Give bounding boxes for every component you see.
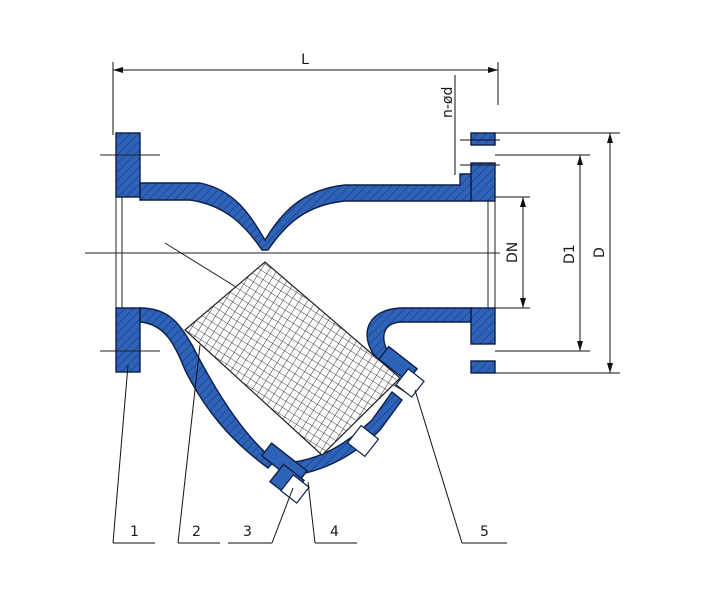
dimension-d1-label: D1: [562, 244, 578, 264]
dimension-dn-label: DN: [505, 242, 521, 263]
dimension-bolt-hole-label: n-ød: [440, 87, 456, 118]
callout-5: 5: [414, 389, 507, 544]
dimension-l: L: [112, 52, 499, 135]
callout-3: 3: [228, 487, 294, 544]
callout-3-label: 3: [243, 524, 252, 540]
dimension-l-label: L: [301, 52, 309, 68]
bolt-right: [377, 345, 425, 398]
dimension-dn: DN: [495, 196, 530, 309]
screen-mesh: [184, 261, 401, 456]
bolt-middle: [346, 424, 380, 458]
upper-body-wall: [139, 173, 472, 251]
dimension-d: D: [495, 132, 620, 374]
dimension-d1: D1: [495, 154, 590, 352]
callout-4-label: 4: [330, 524, 339, 540]
callout-5-label: 5: [480, 524, 489, 540]
callout-1: 1: [112, 364, 155, 544]
dimension-d-label: D: [592, 247, 608, 258]
callout-2: 2: [177, 344, 220, 544]
dimension-bolt-hole: n-ød: [440, 75, 500, 175]
left-flange: [100, 132, 160, 373]
bolt-left: [260, 442, 310, 504]
callout-4: 4: [307, 481, 357, 544]
callout-2-label: 2: [192, 524, 201, 540]
callout-1-label: 1: [130, 524, 139, 540]
right-flange: [470, 132, 496, 374]
